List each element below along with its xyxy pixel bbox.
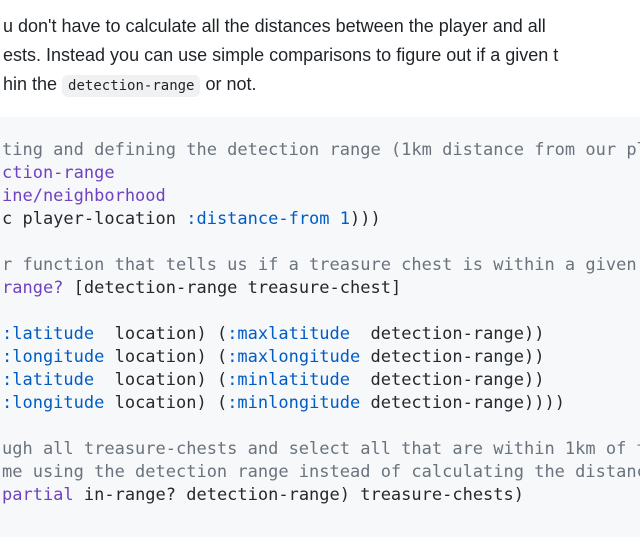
code-token-plain: location) ( (104, 393, 228, 413)
code-line: r function that tells us if a treasure c… (2, 254, 640, 277)
prose-text-segment: ests. Instead you can use simple compari… (3, 45, 559, 65)
code-line: :latitude location) (:maxlatitude detect… (2, 323, 640, 346)
code-line (2, 300, 640, 323)
prose-text-segment: u don't have to calculate all the distan… (3, 16, 546, 36)
code-token-constant: :distance-from (186, 209, 330, 229)
code-token-plain: location) ( (94, 370, 228, 390)
prose-text-segment: or not. (200, 74, 257, 94)
code-line: ting and defining the detection range (1… (2, 139, 640, 162)
code-line: :longitude location) (:minlongitude dete… (2, 392, 640, 415)
code-token-constant: :maxlongitude (227, 347, 361, 367)
prose-line: hin the detection-range or not. (3, 70, 640, 101)
code-token-constant: :latitude (2, 324, 95, 344)
code-block: ting and defining the detection range (1… (0, 117, 640, 537)
code-token-constant: :latitude (2, 370, 95, 390)
code-line: :longitude location) (:maxlongitude dete… (2, 346, 640, 369)
code-line: ine/neighborhood (2, 185, 640, 208)
inline-code-span: detection-range (62, 75, 201, 97)
code-line: c player-location :distance-from 1))) (2, 208, 640, 231)
prose-paragraph: u don't have to calculate all the distan… (0, 0, 640, 101)
code-token-comment: r function that tells us if a treasure c… (2, 255, 640, 275)
code-token-entity: ction-range (2, 163, 115, 183)
code-token-plain: detection-range)))) (360, 393, 565, 413)
code-line (2, 415, 640, 438)
code-token-entity: ine/neighborhood (2, 186, 166, 206)
code-line: partial in-range? detection-range) treas… (2, 484, 640, 507)
code-line: me using the detection range instead of … (2, 461, 640, 484)
prose-text-segment: hin the (3, 74, 63, 94)
code-token-plain: detection-range)) (350, 324, 545, 344)
code-token-entity: partial (2, 485, 74, 505)
code-line: :latitude location) (:minlatitude detect… (2, 369, 640, 392)
code-token-constant: :longitude (2, 347, 105, 367)
prose-line: u don't have to calculate all the distan… (3, 12, 640, 41)
code-token-plain: in-range? detection-range) treasure-ches… (73, 485, 524, 505)
code-token-plain: detection-range)) (360, 347, 545, 367)
code-token-plain: c player-location (2, 209, 187, 229)
code-token-constant: 1 (339, 209, 351, 229)
code-token-constant: :maxlatitude (227, 324, 351, 344)
code-token-plain: ))) (350, 209, 381, 229)
code-token-constant: :minlongitude (227, 393, 361, 413)
code-line (2, 231, 640, 254)
code-token-constant: :minlatitude (227, 370, 351, 390)
code-line: ction-range (2, 162, 640, 185)
code-token-comment: ting and defining the detection range (1… (2, 140, 640, 160)
code-token-comment: me using the detection range instead of … (2, 462, 640, 482)
code-token-plain: location) ( (94, 324, 228, 344)
code-token-comment: ugh all treasure-chests and select all t… (2, 439, 640, 459)
code-line: range? [detection-range treasure-chest] (2, 277, 640, 300)
code-token-plain: detection-range)) (350, 370, 545, 390)
code-token-constant: :longitude (2, 393, 105, 413)
prose-line: ests. Instead you can use simple compari… (3, 41, 640, 70)
code-token-plain: [detection-range treasure-chest] (63, 278, 402, 298)
code-token-plain: location) ( (104, 347, 228, 367)
code-token-plain (330, 209, 340, 229)
code-token-entity: range? (2, 278, 64, 298)
code-line: ugh all treasure-chests and select all t… (2, 438, 640, 461)
